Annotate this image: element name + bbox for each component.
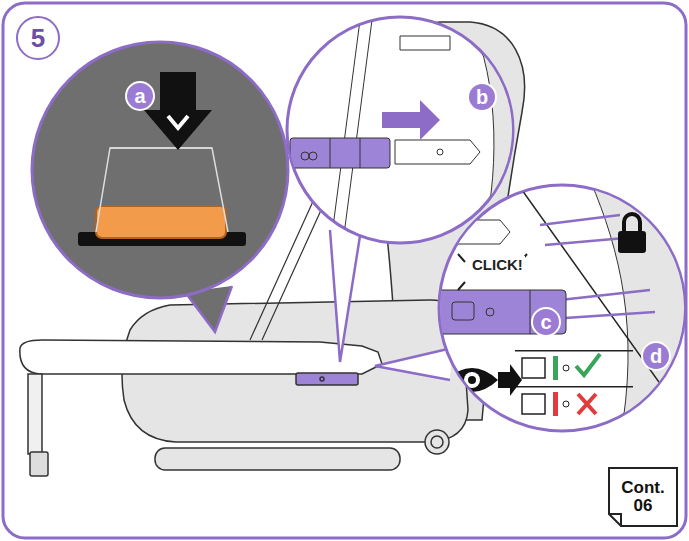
lock-icon bbox=[618, 214, 646, 253]
callout-text: a bbox=[134, 86, 145, 106]
callout-letter: b bbox=[467, 82, 497, 112]
indicator-bad bbox=[515, 386, 633, 416]
callout-letter: a bbox=[125, 81, 155, 111]
inset-lock bbox=[375, 176, 689, 440]
page-corner bbox=[609, 468, 677, 526]
callout-text: b bbox=[476, 87, 488, 107]
step-number: 5 bbox=[16, 16, 60, 60]
eye-icon bbox=[446, 364, 522, 396]
inset-button bbox=[32, 42, 288, 332]
frame bbox=[3, 3, 686, 538]
continue-box: Cont. 06 bbox=[607, 466, 679, 528]
callout-letter: c bbox=[531, 307, 561, 337]
continue-text: Cont. 06 bbox=[618, 479, 668, 515]
callout-text: 5 bbox=[31, 25, 45, 51]
callout-letter: d bbox=[641, 341, 671, 371]
sound-label: CLICK! bbox=[470, 256, 525, 273]
callout-text: c bbox=[540, 312, 551, 332]
indicator-ok bbox=[515, 350, 633, 380]
callout-text: d bbox=[650, 346, 662, 366]
